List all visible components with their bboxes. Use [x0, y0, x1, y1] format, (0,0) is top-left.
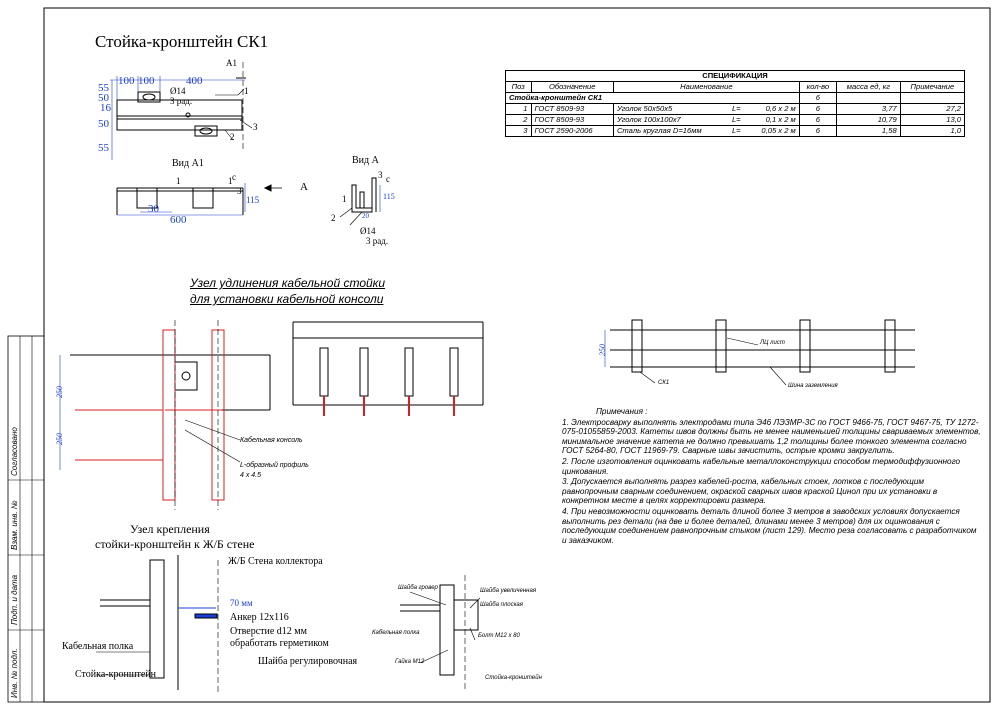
tray-view-drawing	[292, 321, 484, 416]
stamp-replace-inv: Взам. инв. №	[10, 500, 19, 550]
dim-250-upper: 250	[55, 386, 64, 398]
view-a1-title: Вид А1	[172, 158, 204, 169]
label-ck1: СК1	[658, 380, 670, 386]
note-item: 3. Допускается выполнять разрез кабелей-…	[562, 477, 938, 506]
callout-1-top: 1	[244, 86, 249, 96]
wall-node-title-1: Узел крепления	[130, 522, 210, 536]
label-grover-washer: Шайба гровер	[398, 585, 438, 591]
bolt-node-drawing	[400, 575, 481, 690]
hole-note-a: 3 рад.	[366, 236, 389, 246]
sheet-title: Стойка-кронштейн СК1	[95, 32, 269, 51]
callout-c-a: с	[386, 174, 390, 184]
callout-2-a: 2	[331, 213, 336, 223]
label-nut: Гайка М12	[395, 659, 425, 665]
dim-20-a: 20	[362, 212, 369, 220]
dim-115-a: 115	[383, 192, 395, 201]
spec-group-qty: 6	[798, 92, 838, 104]
label-bolt: Болт М12 х 80	[478, 633, 520, 639]
section-mark-a1: А1	[226, 58, 237, 68]
dim-16: 16	[100, 102, 111, 114]
table-row: 3 ГОСТ 2590-2006 Сталь круглая D=16мм L=…	[505, 125, 966, 137]
label-anchor: Анкер 12х116	[230, 612, 289, 623]
bracket-top-view	[110, 62, 253, 160]
dim-50-a: 50	[98, 92, 109, 104]
stamp-inv-orig: Инв. № подл.	[10, 648, 19, 698]
stamp-sign-date: Подп. и дата	[10, 574, 19, 625]
spec-header-qty: кол-во	[798, 81, 838, 93]
rail-diagram-drawing	[604, 319, 915, 386]
label-lc-sheet: ЛЦ лист	[760, 340, 785, 346]
extension-node-drawing	[59, 320, 271, 510]
view-a-title: Вид А	[352, 155, 379, 166]
table-row: 2 ГОСТ 8509-93 Уголок 100х100х7 L= 0,1 х…	[505, 114, 966, 126]
mark-c-a1: с	[232, 172, 236, 182]
note-item: 1. Электросварку выполнять электродами т…	[562, 417, 981, 456]
spec-header-note: Примечание	[899, 81, 966, 93]
mark-1b-a1: 1	[228, 176, 233, 186]
arrow-label-a: А	[300, 181, 308, 193]
extension-node-title-2: для установки кабельной консоли	[190, 292, 384, 306]
wall-node-title-2: стойки-кронштейн к Ж/Б стене	[95, 537, 255, 551]
view-a-drawing	[339, 177, 381, 226]
mark-1-a1: 1	[176, 176, 181, 186]
dim-55-top: 55	[98, 82, 109, 94]
label-l-profile: L-образный профиль	[240, 462, 309, 469]
spec-title: СПЕЦИФИКАЦИЯ	[505, 70, 965, 82]
stamp-agreed: Согласовано	[10, 427, 19, 476]
label-cable-console: Кабельная консоль	[240, 437, 303, 444]
note-item: 2. После изготовления оцинковать кабельн…	[562, 456, 961, 476]
label-bracket: Стойка-кронштейн	[75, 669, 157, 680]
note-item: 4. При невозможности оцинковать деталь д…	[562, 506, 977, 545]
dim-115-a1: 115	[246, 195, 260, 205]
label-washer: Шайба регулировочная	[258, 656, 358, 667]
hole-label-a: Ø14	[360, 226, 376, 236]
label-dim-70: 70 мм	[230, 598, 253, 608]
dim-250-lower: 250	[55, 433, 64, 445]
label-bracket-bolt: Стойка-кронштейн	[485, 675, 542, 681]
callout-3-top: 3	[253, 122, 258, 132]
dim-30: 30	[148, 203, 159, 215]
notes-title: Примечания :	[596, 407, 648, 416]
specification-table: СПЕЦИФИКАЦИЯ Поз Обозначение Наименовани…	[505, 70, 966, 137]
dim-55-bottom: 55	[98, 142, 109, 154]
callout-3-a: 3	[378, 170, 383, 180]
label-l-profile-size: 4 х 4.5	[240, 472, 262, 479]
view-a1-drawing	[116, 183, 282, 216]
label-shelf: Кабельная полка	[62, 641, 134, 652]
label-flat-washer: Шайба плоская	[480, 602, 523, 608]
label-hole-1: Отверстие d12 мм	[230, 626, 307, 637]
dim-600: 600	[170, 214, 187, 226]
spec-header-name: Наименование	[612, 81, 800, 93]
spec-group-name: Стойка-кронштейн СК1	[505, 92, 800, 104]
extension-node-title-1: Узел удлинения кабельной стойки	[190, 276, 386, 290]
callout-1-a: 1	[342, 194, 347, 204]
dim-50-b: 50	[98, 118, 109, 130]
dim-100-b: 100	[138, 75, 155, 87]
dim-100-a: 100	[118, 75, 135, 87]
label-cable-shelf: Кабельная полка	[372, 630, 420, 636]
table-row: 1 ГОСТ 8509-93 Уголок 50х50х5 L= 0,6 х 2…	[505, 103, 966, 115]
spec-header-doc: Обозначение	[530, 81, 614, 93]
hole-label-top: Ø14	[170, 86, 186, 96]
mark-3-a1: 3	[237, 186, 242, 196]
notes-block: Примечания : 1. Электросварку выполнять …	[562, 407, 982, 546]
label-wall: Ж/Б Стена коллектора	[228, 556, 323, 567]
dim-250-rail: 250	[598, 344, 607, 356]
label-ground-bus: Шина заземления	[788, 383, 838, 389]
callout-2-top: 2	[230, 132, 235, 142]
label-large-washer: Шайба увеличенная	[480, 588, 537, 594]
spec-header-pos: Поз	[505, 81, 532, 93]
wall-node-drawing	[96, 555, 219, 695]
label-hole-2: обработать герметиком	[230, 638, 329, 649]
hole-note-top: 3 рад.	[170, 96, 193, 106]
side-stamp-frame	[7, 335, 45, 703]
spec-header-mass: масса ед, кг	[836, 81, 901, 93]
dim-400: 400	[186, 75, 203, 87]
